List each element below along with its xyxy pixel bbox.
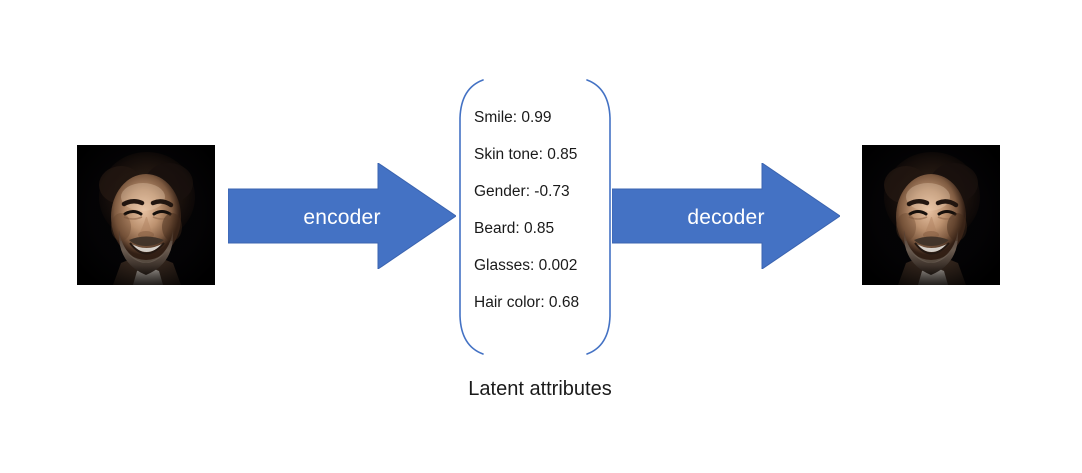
latent-attribute-gender: Gender: -0.73 <box>474 183 570 200</box>
decoder-arrow: decoder <box>612 163 840 269</box>
latent-attribute-beard: Beard: 0.85 <box>474 220 555 237</box>
right-arrow-icon <box>612 163 840 269</box>
latent-attribute-list: Smile: 0.99 Skin tone: 0.85 Gender: -0.7… <box>474 110 614 332</box>
latent-attribute-skin-tone: Skin tone: 0.85 <box>474 146 578 163</box>
input-face-image <box>77 145 215 285</box>
latent-vector-group: Smile: 0.99 Skin tone: 0.85 Gender: -0.7… <box>455 78 615 356</box>
latent-attributes-caption: Latent attributes <box>468 378 612 400</box>
face-photo-icon <box>77 145 215 285</box>
output-face-image <box>862 145 1000 285</box>
curly-bracket-icon <box>459 79 611 355</box>
latent-bracket-pair <box>455 78 615 356</box>
latent-attribute-glasses: Glasses: 0.002 <box>474 257 578 274</box>
face-photo-icon <box>862 145 1000 285</box>
encoder-arrow: encoder <box>228 163 456 269</box>
latent-attribute-smile: Smile: 0.99 <box>474 109 552 126</box>
right-arrow-icon <box>228 163 456 269</box>
latent-attribute-hair-color: Hair color: 0.68 <box>474 294 580 311</box>
